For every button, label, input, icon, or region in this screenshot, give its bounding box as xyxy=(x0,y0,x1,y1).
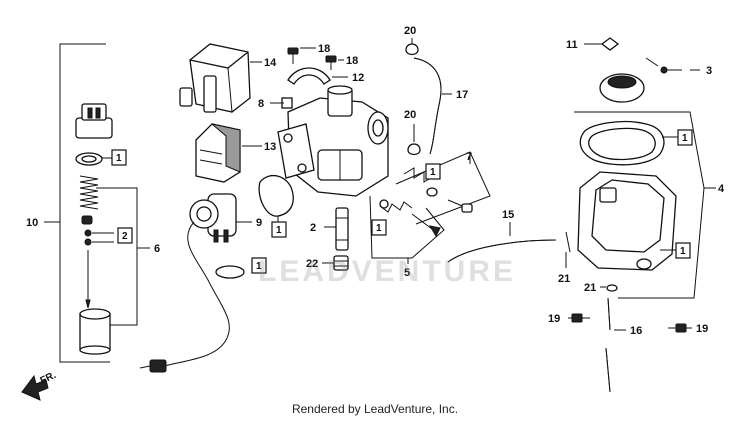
chamber-cap-part-3 xyxy=(599,66,700,103)
assembly-bracket-5 xyxy=(369,195,445,264)
assembly-bracket-10 xyxy=(44,43,110,363)
callout-19b: 19 xyxy=(696,323,708,335)
svg-text:1: 1 xyxy=(680,246,686,257)
float-chamber-gasket-part xyxy=(579,120,678,166)
float-valve-part-11 xyxy=(584,37,659,67)
callout-3: 3 xyxy=(706,65,712,77)
callout-13: 13 xyxy=(264,141,276,153)
svg-text:1: 1 xyxy=(682,133,688,144)
svg-text:1: 1 xyxy=(276,225,282,236)
auto-choke-part-9 xyxy=(139,193,252,373)
boxed-callout-1-group7: 1 xyxy=(425,163,441,180)
callout-12: 12 xyxy=(352,72,364,84)
callout-10: 10 xyxy=(26,217,38,229)
boxed-callout-1-gasket: 1 xyxy=(271,221,287,238)
callout-15: 15 xyxy=(502,209,514,221)
screw-part-19a xyxy=(568,313,590,323)
screw-part-19b xyxy=(668,323,692,333)
watermark: LEADVENTURE xyxy=(258,255,517,288)
assembly-bracket-7 xyxy=(395,151,491,225)
callout-8: 8 xyxy=(258,98,264,110)
clip-part-21b xyxy=(600,284,618,292)
screw-part-18b xyxy=(325,55,344,70)
clip-part-21a xyxy=(565,231,571,268)
front-direction-label: FR. xyxy=(39,370,58,387)
callout-18b: 18 xyxy=(346,55,358,67)
screw-part-18a xyxy=(287,47,316,64)
svg-text:1: 1 xyxy=(430,167,436,178)
vent-hose-part-17 xyxy=(413,57,452,155)
callout-20b: 20 xyxy=(404,109,416,121)
front-direction-arrow xyxy=(21,374,49,401)
pump-cap-part xyxy=(75,103,113,139)
drain-tube-part-16 xyxy=(605,297,626,393)
callout-21a: 21 xyxy=(558,273,570,285)
boxed-callout-2-pump: 2 xyxy=(117,227,133,244)
callout-18a: 18 xyxy=(318,43,330,55)
boxed-callout-1-choke: 1 xyxy=(251,257,267,274)
boxed-callout-1-group5: 1 xyxy=(371,219,387,236)
jet-needle-part xyxy=(85,250,91,309)
clip-part-20b xyxy=(407,124,421,156)
render-credit-footer: Rendered by LeadVenture, Inc. xyxy=(291,402,459,416)
svg-text:1: 1 xyxy=(116,153,122,164)
clamp-part-12 xyxy=(287,67,348,85)
callout-6: 6 xyxy=(154,243,160,255)
callout-2: 2 xyxy=(310,222,316,234)
callout-22: 22 xyxy=(306,258,318,270)
heat-cover-part-13 xyxy=(195,123,262,183)
jet-part-22 xyxy=(322,255,349,271)
svg-text:1: 1 xyxy=(256,261,262,272)
assembly-bracket-6 xyxy=(96,187,150,326)
float-chamber-part xyxy=(577,171,678,271)
jet-part-2 xyxy=(324,207,349,251)
carburetor-body-part xyxy=(277,85,389,197)
float-chamber-bracket-4 xyxy=(574,111,716,299)
callout-21b: 21 xyxy=(584,282,596,294)
callout-4: 4 xyxy=(718,183,725,195)
choke-gasket-part xyxy=(258,174,294,222)
svg-text:1: 1 xyxy=(376,223,382,234)
callout-11: 11 xyxy=(566,39,578,51)
boxed-callout-1-gasket-chamber: 1 xyxy=(677,129,693,146)
callout-17: 17 xyxy=(456,89,468,101)
svg-text:2: 2 xyxy=(122,231,128,242)
o-ring-part xyxy=(75,152,112,166)
boxed-callout-1-chamber: 1 xyxy=(675,242,691,259)
cover-part-14 xyxy=(179,43,262,113)
drain-hose-part-15 xyxy=(447,222,557,263)
callout-7: 7 xyxy=(466,151,472,163)
callout-5: 5 xyxy=(404,267,410,279)
callout-19a: 19 xyxy=(548,313,560,325)
clip-part-20a xyxy=(405,38,419,56)
callout-16: 16 xyxy=(630,325,642,337)
spring-part xyxy=(79,175,99,210)
needle-clip-part xyxy=(81,215,114,246)
callout-9: 9 xyxy=(256,217,262,229)
throttle-valve-part xyxy=(79,308,111,355)
callout-14: 14 xyxy=(264,57,277,69)
callout-20a: 20 xyxy=(404,25,416,37)
boxed-callout-1-pump: 1 xyxy=(111,149,127,166)
